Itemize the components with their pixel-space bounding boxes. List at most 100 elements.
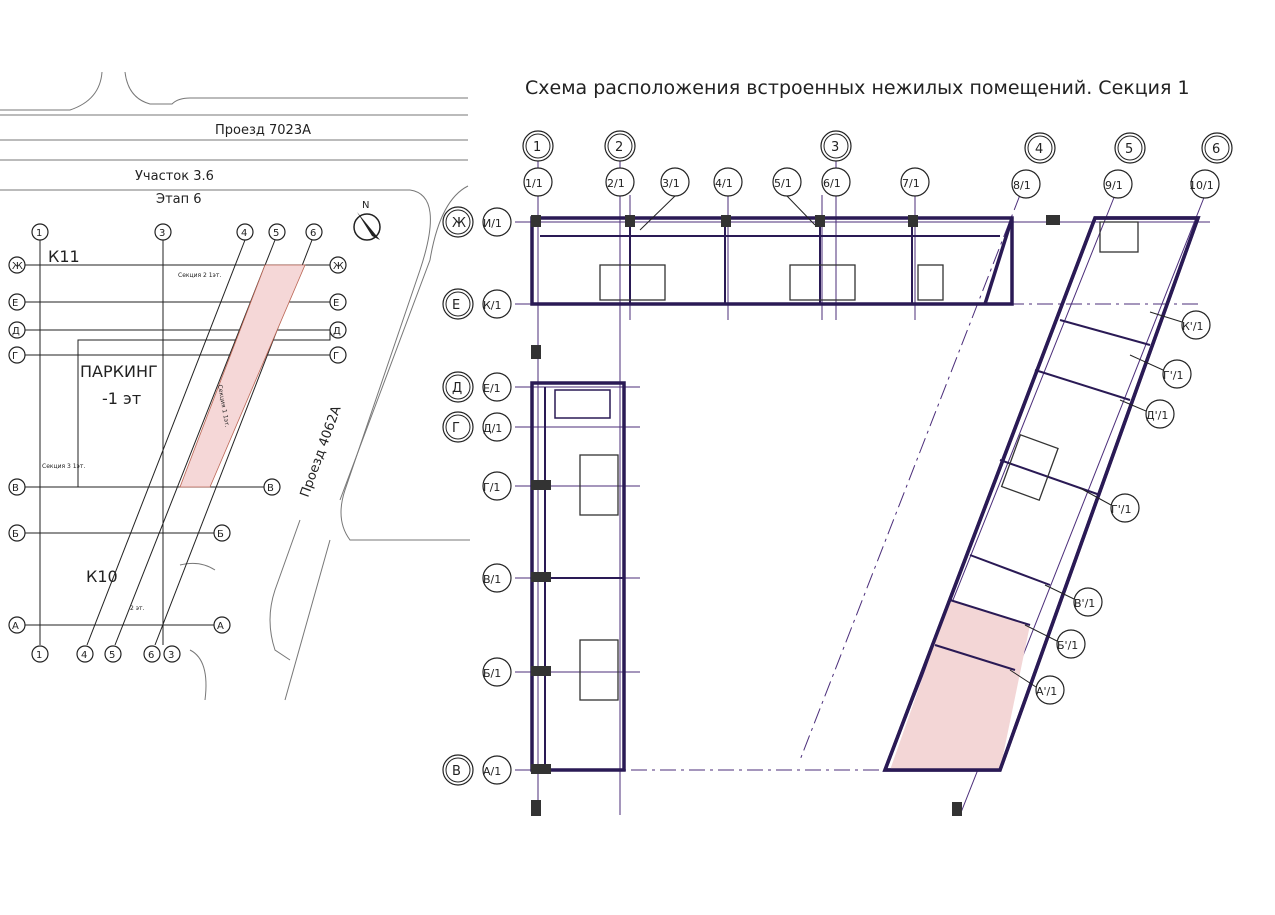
site-col-axis: 5 <box>104 645 122 663</box>
main-row-axis: Е <box>442 288 474 320</box>
svg-text:Б'/1: Б'/1 <box>1057 639 1078 652</box>
stage-label: Этап 6 <box>156 192 202 207</box>
site-col-axis: 3 <box>154 223 172 241</box>
right-row-axis: А'/1 <box>1035 675 1065 705</box>
sub-row-axis: А/1 <box>482 755 512 785</box>
svg-text:1: 1 <box>533 140 541 155</box>
site-row-axis: Ж <box>8 256 26 274</box>
sub-row-axis: Б/1 <box>482 657 512 687</box>
svg-text:Д/1: Д/1 <box>483 422 502 435</box>
sub-row-axis: Е/1 <box>482 372 512 402</box>
svg-text:Ж: Ж <box>333 261 344 272</box>
svg-text:Г'/1: Г'/1 <box>1111 503 1131 516</box>
site-col-axis: 4 <box>76 645 94 663</box>
svg-text:Г'/1: Г'/1 <box>1163 369 1183 382</box>
site-row-axis: Б <box>8 524 26 542</box>
right-row-axis: Г'/1 <box>1162 359 1192 389</box>
right-row-axis: Д'/1 <box>1145 399 1175 429</box>
hatched-unit <box>890 600 1030 770</box>
svg-text:Е: Е <box>333 298 339 309</box>
section3-label: Секция 3 1эт. <box>42 463 85 470</box>
floor-plan: 1 2 3 4 5 6 1/1 2/1 3/1 4/1 5/1 6/1 7/1 … <box>442 130 1233 816</box>
svg-text:5: 5 <box>1125 142 1133 157</box>
north-label: N <box>362 200 369 211</box>
svg-text:И/1: И/1 <box>483 217 502 230</box>
right-row-axis: К'/1 <box>1181 310 1211 340</box>
main-col-axis: 4 <box>1024 132 1056 164</box>
svg-text:Г: Г <box>333 351 339 362</box>
svg-text:6: 6 <box>310 228 316 239</box>
svg-text:6/1: 6/1 <box>823 177 841 190</box>
block-bottom-label: К10 <box>86 567 118 586</box>
svg-text:Д: Д <box>333 326 341 337</box>
sub-col-axis: 1/1 <box>523 167 553 197</box>
site-row-axis: Е <box>8 293 26 311</box>
parking-label-1: ПАРКИНГ <box>80 362 158 381</box>
svg-text:5: 5 <box>273 228 279 239</box>
site-row-axis: Г <box>8 346 26 364</box>
main-row-axis: В <box>442 754 474 786</box>
svg-text:5: 5 <box>109 650 115 661</box>
svg-text:Е/1: Е/1 <box>483 382 501 395</box>
site-col-axis: 1 <box>31 223 49 241</box>
svg-text:7/1: 7/1 <box>902 177 920 190</box>
svg-text:4/1: 4/1 <box>715 177 733 190</box>
sub-col-axis: 7/1 <box>900 167 930 197</box>
right-row-axis: В'/1 <box>1073 587 1103 617</box>
road-right-label: Проезд 4062А <box>298 404 345 499</box>
svg-text:А'/1: А'/1 <box>1036 685 1057 698</box>
sub-col-axis: 2/1 <box>605 167 635 197</box>
plot-label: Участок 3.6 <box>135 169 214 184</box>
svg-text:Е: Е <box>452 298 460 313</box>
svg-text:В: В <box>452 764 461 779</box>
svg-text:К/1: К/1 <box>483 299 502 312</box>
svg-text:4: 4 <box>241 228 247 239</box>
site-row-axis: Г <box>329 346 347 364</box>
svg-text:2: 2 <box>615 140 623 155</box>
sub-col-axis: 3/1 <box>660 167 690 197</box>
svg-text:4: 4 <box>81 650 87 661</box>
svg-text:Б: Б <box>12 529 19 540</box>
svg-text:А: А <box>12 621 19 632</box>
svg-text:Ж: Ж <box>12 261 23 272</box>
svg-text:В'/1: В'/1 <box>1074 597 1095 610</box>
sub-col-axis: 5/1 <box>772 167 802 197</box>
drawing-title: Схема расположения встроенных нежилых по… <box>525 77 1190 99</box>
site-col-axis: 3 <box>163 645 181 663</box>
sub-col-axis: 10/1 <box>1189 169 1220 199</box>
main-col-axis: 6 <box>1201 132 1233 164</box>
north-arrow-icon: N <box>353 200 381 241</box>
sub-col-axis: 9/1 <box>1103 169 1133 199</box>
site-row-axis: Е <box>329 293 347 311</box>
main-col-axis: 5 <box>1114 132 1146 164</box>
svg-text:В: В <box>12 483 19 494</box>
svg-text:3: 3 <box>159 228 165 239</box>
sub-row-axis: Г/1 <box>482 471 512 501</box>
svg-text:А: А <box>217 621 224 632</box>
svg-text:2/1: 2/1 <box>607 177 625 190</box>
svg-text:Е: Е <box>12 298 18 309</box>
site-col-axis: 6 <box>305 223 323 241</box>
site-row-axis: Б <box>213 524 231 542</box>
small-floor-label: 2 эт. <box>130 605 145 612</box>
svg-text:Г: Г <box>452 421 460 436</box>
svg-text:3/1: 3/1 <box>662 177 680 190</box>
svg-text:5/1: 5/1 <box>774 177 792 190</box>
svg-text:6: 6 <box>1212 142 1220 157</box>
sub-row-axis: Д/1 <box>482 412 512 442</box>
svg-text:1/1: 1/1 <box>525 177 543 190</box>
right-row-axis: Г'/1 <box>1110 493 1140 523</box>
svg-text:3: 3 <box>168 650 174 661</box>
site-plan: Проезд 7023А Участок 3.6 Этап 6 Проезд 4… <box>0 71 470 701</box>
site-col-axis: 6 <box>143 645 161 663</box>
svg-text:Г: Г <box>12 351 18 362</box>
main-row-axis: Д <box>442 371 474 403</box>
section1-hatch <box>179 264 306 488</box>
site-row-axis: Д <box>329 321 347 339</box>
parking-label-2: -1 эт <box>102 389 141 408</box>
site-row-axis: Д <box>8 321 26 339</box>
svg-text:К'/1: К'/1 <box>1182 320 1204 333</box>
site-row-axis: В <box>8 478 26 496</box>
block-top-label: К11 <box>48 247 80 266</box>
